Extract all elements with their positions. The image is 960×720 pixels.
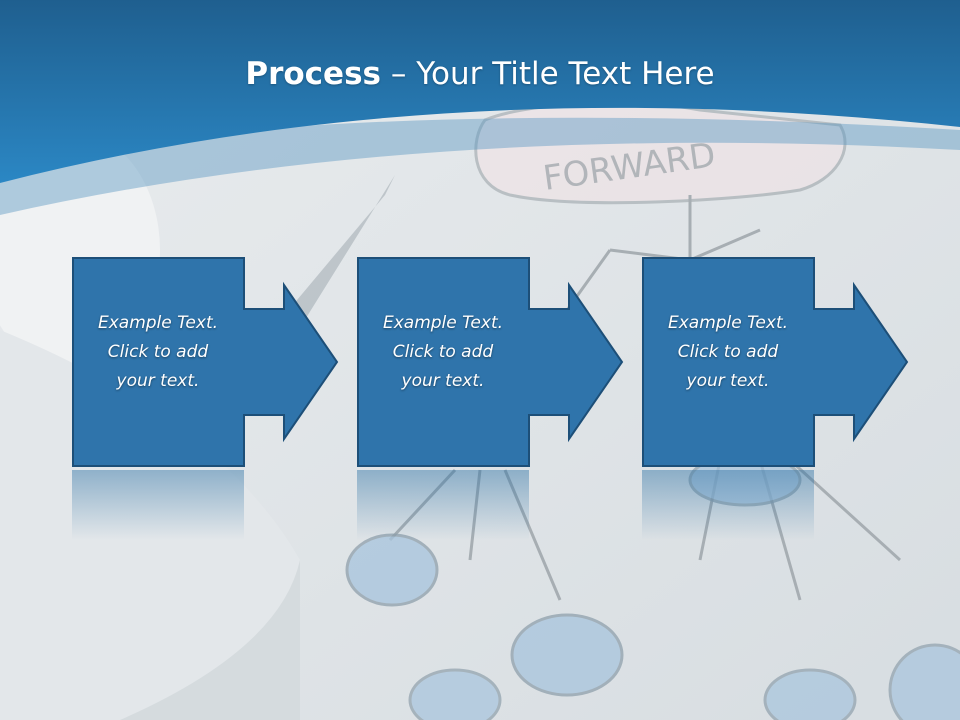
step-3-line-2: Click to add — [677, 342, 779, 362]
title-regular-text: – Your Title Text Here — [381, 56, 715, 92]
step-2-line-2: Click to add — [392, 342, 494, 362]
step-2-reflection — [357, 470, 529, 540]
step-1-text[interactable]: Example Text. Click to add your text. — [72, 309, 244, 396]
step-2-line-3: your text. — [401, 371, 485, 391]
title-bold-text: Process — [245, 56, 381, 92]
process-step-3[interactable]: Example Text. Click to add your text. — [642, 257, 912, 467]
step-1-reflection — [72, 470, 244, 540]
step-3-line-1: Example Text. — [667, 313, 789, 333]
step-3-reflection — [642, 470, 814, 540]
step-1-line-2: Click to add — [107, 342, 209, 362]
step-1-line-1: Example Text. — [97, 313, 219, 333]
slide-title[interactable]: Process – Your Title Text Here — [0, 50, 960, 98]
process-step-2[interactable]: Example Text. Click to add your text. — [357, 257, 627, 467]
step-1-shape — [72, 257, 339, 467]
process-step-1[interactable]: Example Text. Click to add your text. — [72, 257, 342, 467]
step-3-line-3: your text. — [686, 371, 770, 391]
step-3-shape — [642, 257, 909, 467]
step-3-text[interactable]: Example Text. Click to add your text. — [642, 309, 814, 396]
step-2-line-1: Example Text. — [382, 313, 504, 333]
step-2-text[interactable]: Example Text. Click to add your text. — [357, 309, 529, 396]
step-1-line-3: your text. — [116, 371, 200, 391]
step-2-shape — [357, 257, 624, 467]
